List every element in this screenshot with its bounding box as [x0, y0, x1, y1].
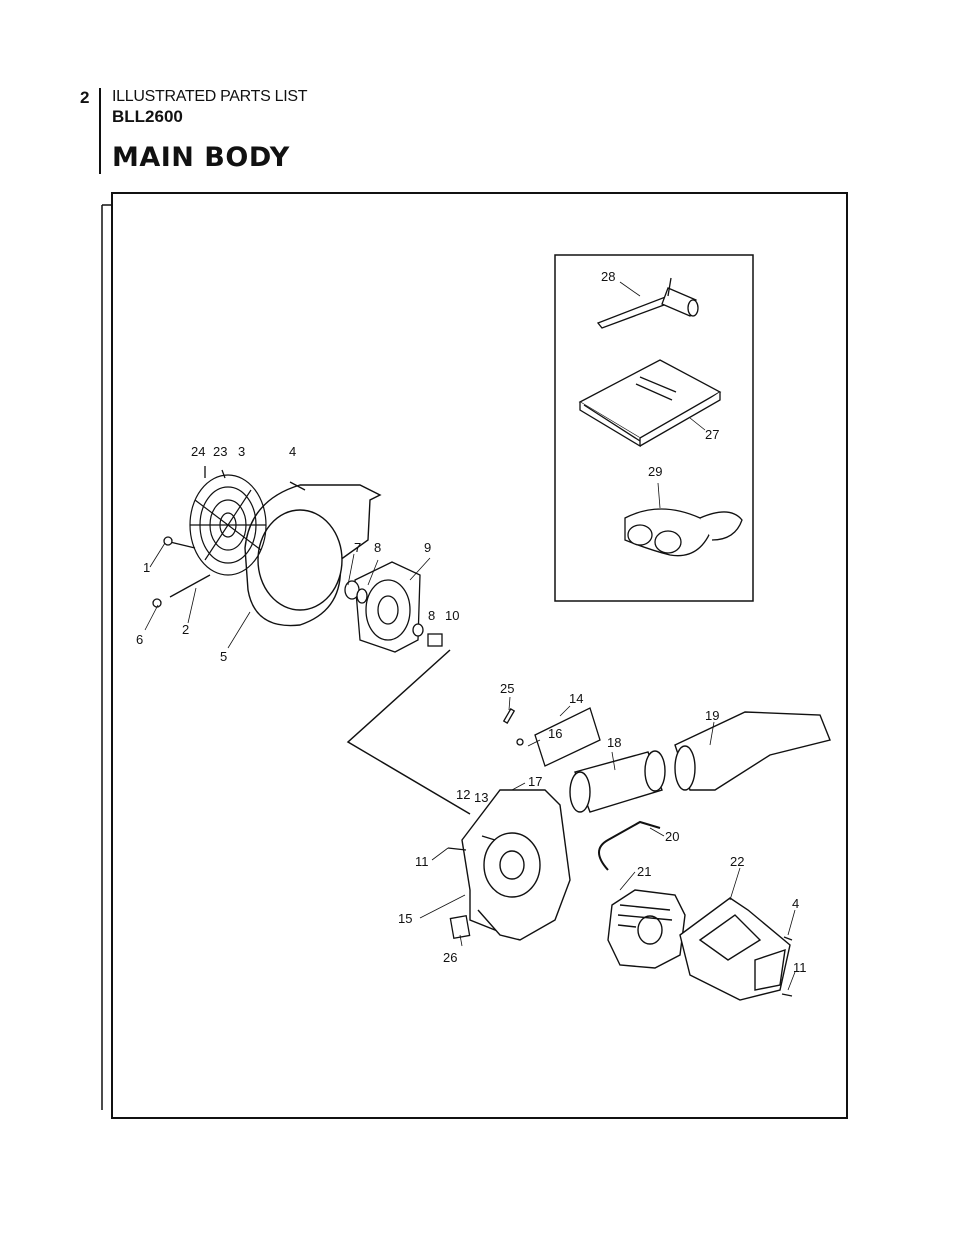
- callout-10: 10: [445, 608, 459, 623]
- document-type: ILLUSTRATED PARTS LIST: [112, 88, 308, 105]
- callout-22: 22: [730, 854, 744, 869]
- callout-3: 3: [238, 444, 245, 459]
- callout-4: 4: [289, 444, 296, 459]
- callout-14: 14: [569, 691, 583, 706]
- callout-8: 8: [374, 540, 381, 555]
- main-body-part: [461, 789, 571, 941]
- bolt-parts: [152, 466, 306, 608]
- callout-2: 2: [182, 622, 189, 637]
- callout-5: 5: [220, 649, 227, 664]
- callout-23: 23: [213, 444, 227, 459]
- callout-24: 24: [191, 444, 205, 459]
- engine-part: [607, 889, 686, 969]
- callout-27: 27: [705, 427, 719, 442]
- callout-9: 9: [424, 540, 431, 555]
- callout-21: 21: [637, 864, 651, 879]
- diagram-frame: [111, 192, 848, 1119]
- callout-4b: 4: [792, 896, 799, 911]
- callout-1: 1: [143, 560, 150, 575]
- callout-15: 15: [398, 911, 412, 926]
- callout-26: 26: [443, 950, 457, 965]
- leader-lines: [144, 281, 796, 991]
- callout-12: 12: [456, 787, 470, 802]
- callout-19: 19: [705, 708, 719, 723]
- callout-8b: 8: [428, 608, 435, 623]
- small-hardware-parts: [447, 707, 793, 997]
- spark-plug-wrench-part: [596, 277, 699, 329]
- callout-28: 28: [601, 269, 615, 284]
- manual-part: [578, 359, 722, 448]
- pipe-part: [569, 750, 666, 813]
- callout-29: 29: [648, 464, 662, 479]
- fan-cover-part: [244, 484, 382, 627]
- callout-7: 7: [354, 540, 361, 555]
- callout-11b: 11: [793, 960, 807, 975]
- callout-18: 18: [607, 735, 621, 750]
- callout-17: 17: [528, 774, 542, 789]
- header-divider: [99, 88, 101, 174]
- nozzle-part: [674, 711, 831, 791]
- engine-cover-part: [679, 897, 791, 1001]
- callout-16: 16: [548, 726, 562, 741]
- page-title: MAIN BODY: [112, 142, 290, 173]
- callout-20: 20: [665, 829, 679, 844]
- handle-part: [598, 820, 661, 871]
- callout-13: 13: [474, 790, 488, 805]
- fan-part: [344, 561, 443, 653]
- leader-connector: [346, 649, 471, 815]
- net-guard-part: [189, 474, 267, 576]
- safety-goggles-part: [624, 508, 743, 557]
- callout-6: 6: [136, 632, 143, 647]
- accessories-box: [554, 254, 754, 602]
- page-number: 2: [80, 88, 90, 107]
- callout-25: 25: [500, 681, 514, 696]
- callout-11: 11: [415, 854, 429, 869]
- model-number: BLL2600: [112, 107, 183, 126]
